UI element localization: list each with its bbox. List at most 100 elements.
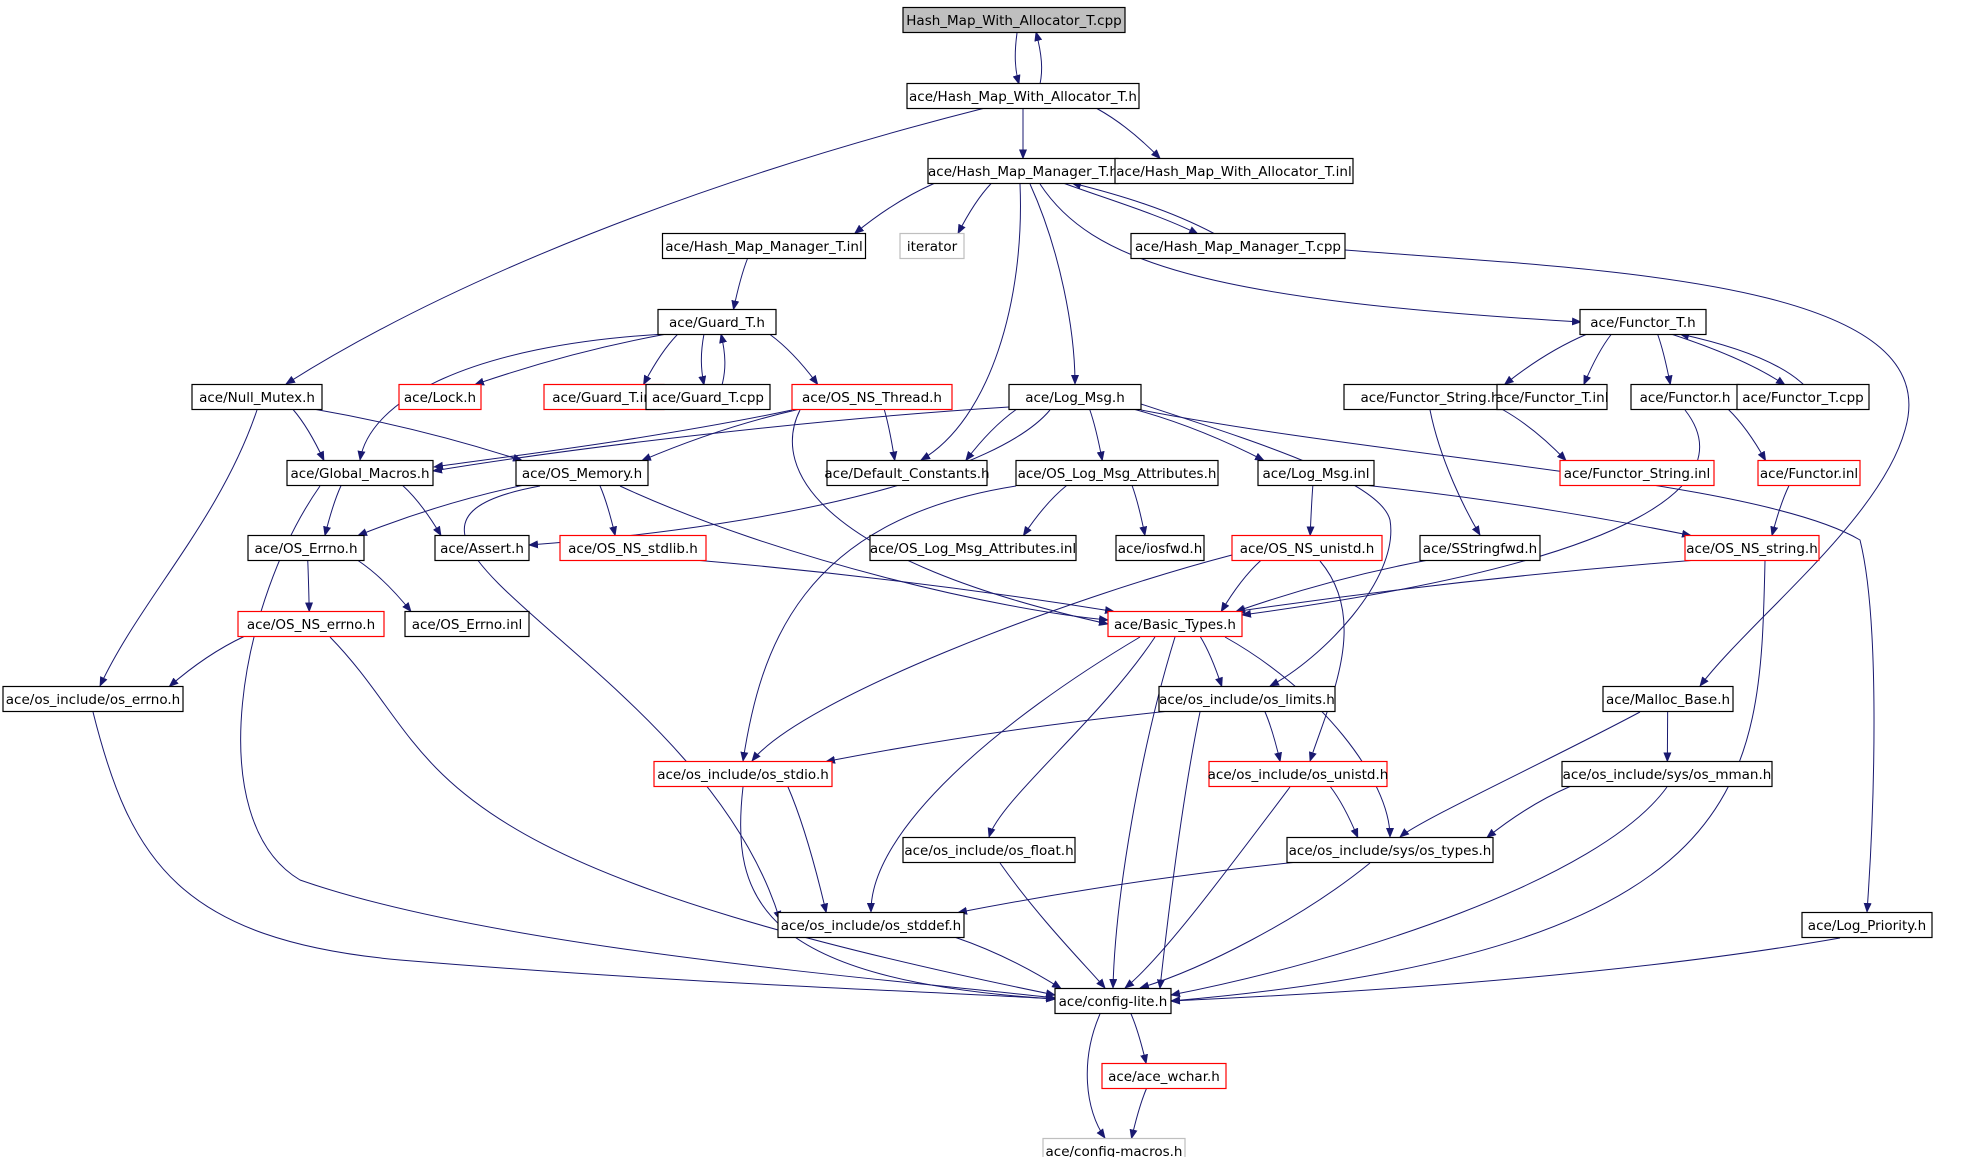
node-guard-h[interactable]: ace/Guard_T.h — [657, 308, 777, 336]
node-functor-inl[interactable]: ace/Functor.inl — [1757, 459, 1861, 487]
node-os-stddef[interactable]: ace/os_include/os_stddef.h — [777, 911, 965, 939]
node-label: ace/OS_NS_stdlib.h — [568, 541, 698, 557]
node-guard-inl[interactable]: ace/Guard_T.inl — [543, 383, 665, 411]
edge-os_memory-to-os_errno — [357, 485, 523, 536]
node-iterator[interactable]: iterator — [899, 232, 965, 260]
node-os-errno-inl[interactable]: ace/OS_Errno.inl — [404, 610, 530, 638]
edge-line — [329, 636, 1056, 998]
node-functor-h[interactable]: ace/Functor.h — [1630, 383, 1740, 411]
node-os-mman[interactable]: ace/os_include/sys/os_mman.h — [1561, 760, 1773, 788]
edge-line — [792, 409, 1109, 626]
node-os-include-errno[interactable]: ace/os_include/os_errno.h — [2, 685, 184, 713]
edge-log_msg_inl-to-os_ns_unistd — [1306, 485, 1315, 537]
node-os-types[interactable]: ace/os_include/sys/os_types.h — [1286, 836, 1494, 864]
node-os-errno[interactable]: ace/OS_Errno.h — [247, 534, 365, 562]
edge-line — [1502, 409, 1567, 462]
edge-line — [920, 183, 1021, 461]
node-label: ace/SStringfwd.h — [1423, 541, 1537, 557]
edge-hmm_h-to-functor_t_h — [1039, 183, 1582, 326]
node-os-stdio[interactable]: ace/os_include/os_stdio.h — [653, 760, 833, 788]
node-label: ace/Null_Mutex.h — [199, 390, 315, 406]
node-label: ace/os_include/os_errno.h — [6, 692, 180, 708]
edge-ace_wchar-to-config_macros — [1129, 1088, 1147, 1140]
edge-log_priority-to-config_lite — [1170, 937, 1841, 1005]
node-label: ace/OS_NS_unistd.h — [1240, 541, 1375, 557]
edge-os_ns_thread-to-global_macros — [433, 409, 793, 470]
node-os-log-msg-attr-inl[interactable]: ace/OS_Log_Msg_Attributes.inl — [869, 534, 1077, 562]
node-box — [404, 610, 530, 638]
node-functor-t-h[interactable]: ace/Functor_T.h — [1579, 308, 1707, 336]
node-global-macros[interactable]: ace/Global_Macros.h — [286, 459, 434, 487]
edge-line — [999, 862, 1106, 989]
node-malloc-base[interactable]: ace/Malloc_Base.h — [1602, 685, 1734, 713]
node-os-float[interactable]: ace/os_include/os_float.h — [902, 836, 1076, 864]
node-hmm-cpp[interactable]: ace/Hash_Map_Manager_T.cpp — [1130, 232, 1346, 260]
node-os-ns-stdlib[interactable]: ace/OS_NS_stdlib.h — [559, 534, 707, 562]
node-label: ace/OS_Errno.h — [254, 541, 357, 557]
edge-line — [1156, 711, 1201, 990]
edge-os_log_msg_attr_h-to-iosfwd — [1131, 485, 1148, 537]
edge-line — [787, 786, 829, 914]
edge-functor_inl-to-os_ns_string — [1770, 485, 1790, 537]
edge-line — [402, 485, 442, 537]
edge-line — [1140, 403, 1392, 687]
edge-basic_types-to-os_limits — [1199, 636, 1223, 688]
node-ace-wchar[interactable]: ace/ace_wchar.h — [1101, 1062, 1227, 1090]
edge-malloc_base-to-os_types — [1399, 711, 1641, 838]
node-label: ace/Hash_Map_Manager_T.cpp — [1135, 239, 1341, 255]
edge-line — [168, 636, 245, 688]
node-log-msg-h[interactable]: ace/Log_Msg.h — [1008, 383, 1142, 411]
node-default-constants[interactable]: ace/Default_Constants.h — [824, 459, 990, 487]
edge-line — [751, 554, 1233, 762]
node-label: iterator — [907, 239, 958, 255]
node-assert-h[interactable]: ace/Assert.h — [434, 534, 530, 562]
edge-line — [1728, 409, 1767, 462]
edge-line — [1344, 249, 1910, 687]
edge-line — [698, 333, 707, 386]
node-iosfwd[interactable]: ace/iosfwd.h — [1115, 534, 1205, 562]
node-null-mutex[interactable]: ace/Null_Mutex.h — [191, 383, 323, 411]
edge-line — [1071, 181, 1216, 235]
node-label: ace/Guard_T.h — [669, 315, 765, 331]
edge-os_memory-to-os_stddef — [463, 485, 782, 921]
edge-hmwa_h-to-null_mutex — [285, 107, 986, 385]
node-functor-string-inl[interactable]: ace/Functor_String.inl — [1559, 459, 1715, 487]
edge-line — [285, 107, 986, 385]
node-guard-cpp[interactable]: ace/Guard_T.cpp — [645, 383, 771, 411]
edge-os_types-to-os_stddef — [957, 862, 1294, 915]
edge-line — [323, 485, 342, 537]
node-hmm-inl[interactable]: ace/Hash_Map_Manager_T.inl — [661, 232, 867, 260]
node-label: ace/Hash_Map_With_Allocator_T.h — [909, 89, 1137, 105]
node-functor-t-cpp[interactable]: ace/Functor_T.cpp — [1736, 383, 1870, 411]
node-log-msg-inl[interactable]: ace/Log_Msg.inl — [1257, 459, 1375, 487]
edge-os_stdio-to-config_lite — [740, 786, 1056, 1003]
node-lock-h[interactable]: ace/Lock.h — [398, 383, 482, 411]
edge-global_macros-to-assert_h — [402, 485, 442, 537]
node-box — [902, 836, 1076, 864]
node-os-unistd[interactable]: ace/os_include/os_unistd.h — [1208, 760, 1389, 788]
edge-line — [474, 334, 665, 386]
node-config-lite[interactable]: ace/config-lite.h — [1054, 987, 1172, 1015]
node-sstringfwd[interactable]: ace/SStringfwd.h — [1419, 534, 1541, 562]
node-os-ns-thread[interactable]: ace/OS_NS_Thread.h — [791, 383, 953, 411]
node-hmwa-h[interactable]: ace/Hash_Map_With_Allocator_T.h — [906, 82, 1140, 110]
node-label: ace/Log_Msg.inl — [1262, 466, 1369, 482]
node-hmm-h[interactable]: ace/Hash_Map_Manager_T.h — [927, 157, 1119, 185]
node-os-memory[interactable]: ace/OS_Memory.h — [515, 459, 649, 487]
node-config-macros[interactable]: ace/config-macros.h — [1042, 1137, 1186, 1157]
node-os-ns-errno[interactable]: ace/OS_NS_errno.h — [237, 610, 385, 638]
node-os-limits[interactable]: ace/os_include/os_limits.h — [1158, 685, 1336, 713]
node-functor-string-h[interactable]: ace/Functor_String.h — [1343, 383, 1517, 411]
edge-os_limits-to-config_lite — [1156, 711, 1201, 990]
node-basic-types[interactable]: ace/Basic_Types.h — [1107, 610, 1243, 638]
node-os-ns-unistd[interactable]: ace/OS_NS_unistd.h — [1231, 534, 1383, 562]
node-os-log-msg-attr-h[interactable]: ace/OS_Log_Msg_Attributes.h — [1015, 459, 1219, 487]
node-os-ns-string[interactable]: ace/OS_NS_string.h — [1684, 534, 1820, 562]
node-root[interactable]: Hash_Map_With_Allocator_T.cpp — [902, 6, 1126, 34]
edge-guard_h-to-global_macros — [357, 333, 666, 461]
node-hmwa-inl[interactable]: ace/Hash_Map_With_Allocator_T.inl — [1114, 157, 1354, 185]
node-log-priority[interactable]: ace/Log_Priority.h — [1801, 911, 1933, 939]
node-box — [1015, 459, 1219, 487]
node-functor-t-inl[interactable]: ace/Functor_T.inl — [1496, 383, 1609, 411]
edge-basic_types-to-os_types — [1224, 636, 1394, 838]
